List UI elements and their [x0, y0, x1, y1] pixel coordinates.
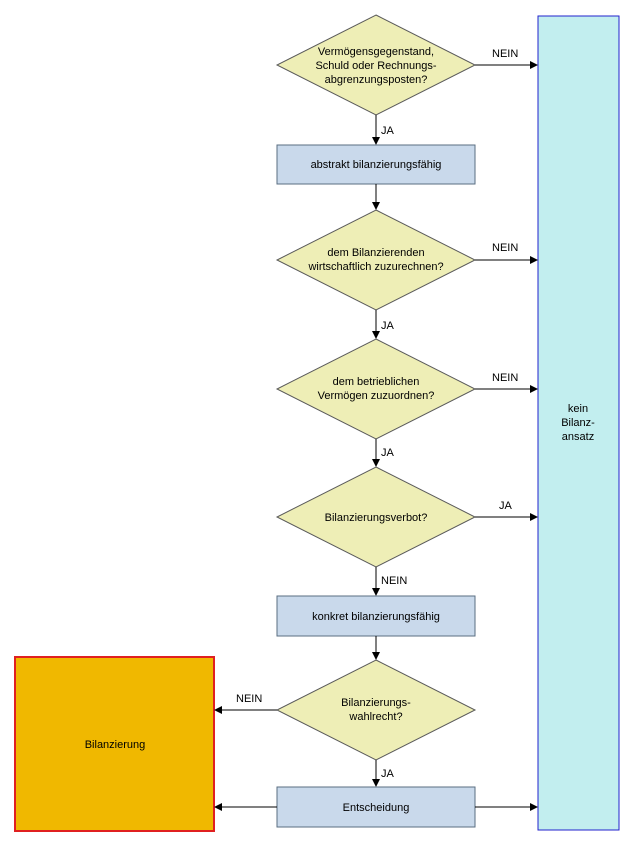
edge-label-option-no: NEIN: [236, 693, 262, 705]
box-concrete-node: konkret bilanzierungsfähig: [276, 595, 476, 637]
decision-business-assets-line-1: dem betrieblichen: [333, 376, 420, 388]
decision-prohibition-node: Bilanzierungsverbot?: [275, 466, 477, 568]
decision-asset-line-3: abgrenzungsposten?: [325, 74, 428, 86]
no-recognition-label-line-2: Bilanz-: [561, 417, 595, 429]
edge-label-option-yes: JA: [381, 768, 395, 780]
edge-label-prohibition-no: NEIN: [381, 575, 407, 587]
recognition-label: Bilanzierung: [85, 739, 146, 751]
decision-business-assets-line-2: Vermögen zuzuordnen?: [318, 390, 435, 402]
recognition-box: [14, 656, 215, 832]
box-decision-node: Entscheidung: [276, 786, 476, 828]
decision-option-line-2: wahlrecht?: [348, 711, 402, 723]
decision-business-assets-node: dem betrieblichen Vermögen zuzuordnen?: [275, 338, 477, 440]
edge-label-asset-yes: JA: [381, 125, 395, 137]
no-recognition-label-line-3: ansatz: [562, 431, 594, 443]
box-abstract-label: abstrakt bilanzierungsfähig: [311, 159, 442, 171]
box-abstract-node: abstrakt bilanzierungsfähig: [276, 144, 476, 185]
decision-prohibition-line-1: Bilanzierungsverbot?: [325, 512, 428, 524]
box-decision-label: Entscheidung: [343, 802, 410, 814]
decision-option-diamond: [275, 659, 477, 761]
decision-attributable-line-1: dem Bilanzierenden: [327, 247, 424, 259]
decision-asset-line-2: Schuld oder Rechnungs-: [315, 60, 436, 72]
no-recognition-node: kein Bilanz- ansatz: [537, 15, 620, 831]
decision-asset-node: Vermögensgegenstand, Schuld oder Rechnun…: [275, 14, 477, 116]
decision-attributable-line-2: wirtschaftlich zuzurechnen?: [307, 261, 443, 273]
edge-label-business-yes: JA: [381, 447, 395, 459]
no-recognition-box: [537, 15, 620, 831]
recognition-node: Bilanzierung: [14, 656, 215, 832]
edge-label-business-no: NEIN: [492, 372, 518, 384]
decision-option-line-1: Bilanzierungs-: [341, 697, 411, 709]
box-concrete-rect: [276, 595, 476, 637]
no-recognition-label-line-1: kein: [568, 403, 588, 415]
edge-label-attributable-yes: JA: [381, 320, 395, 332]
decision-business-assets-diamond: [275, 338, 477, 440]
decision-asset-line-1: Vermögensgegenstand,: [318, 46, 434, 58]
decision-attributable-node: dem Bilanzierenden wirtschaftlich zuzure…: [275, 209, 477, 311]
decision-attributable-diamond: [275, 209, 477, 311]
edge-label-prohibition-yes: JA: [499, 500, 513, 512]
box-concrete-label: konkret bilanzierungsfähig: [312, 611, 440, 623]
decision-option-node: Bilanzierungs- wahlrecht?: [275, 659, 477, 761]
edge-label-asset-no: NEIN: [492, 48, 518, 60]
edge-label-attributable-no: NEIN: [492, 242, 518, 254]
